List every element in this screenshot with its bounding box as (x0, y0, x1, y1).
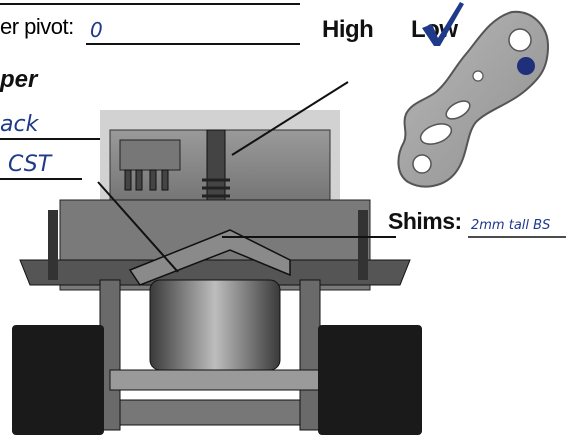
car-chassis-illustration (12, 110, 422, 435)
top-rule (0, 3, 300, 5)
pivot-underline (86, 43, 300, 45)
pivot-label: er pivot: (0, 14, 74, 39)
damper-value-1[interactable]: ack (0, 112, 39, 137)
shims-value[interactable]: 2mm tall BS (471, 218, 551, 233)
pivot-bracket-diagram (397, 10, 550, 188)
damper-underline-1 (0, 138, 100, 140)
high-option[interactable]: High (322, 16, 374, 43)
damper-underline-2 (0, 178, 82, 180)
pivot-value[interactable]: 0 (90, 18, 103, 42)
damper-heading: per (0, 66, 38, 93)
checkmark-icon (422, 2, 464, 46)
shims-label: Shims: (388, 208, 462, 234)
damper-value-2[interactable]: CST (8, 152, 52, 177)
